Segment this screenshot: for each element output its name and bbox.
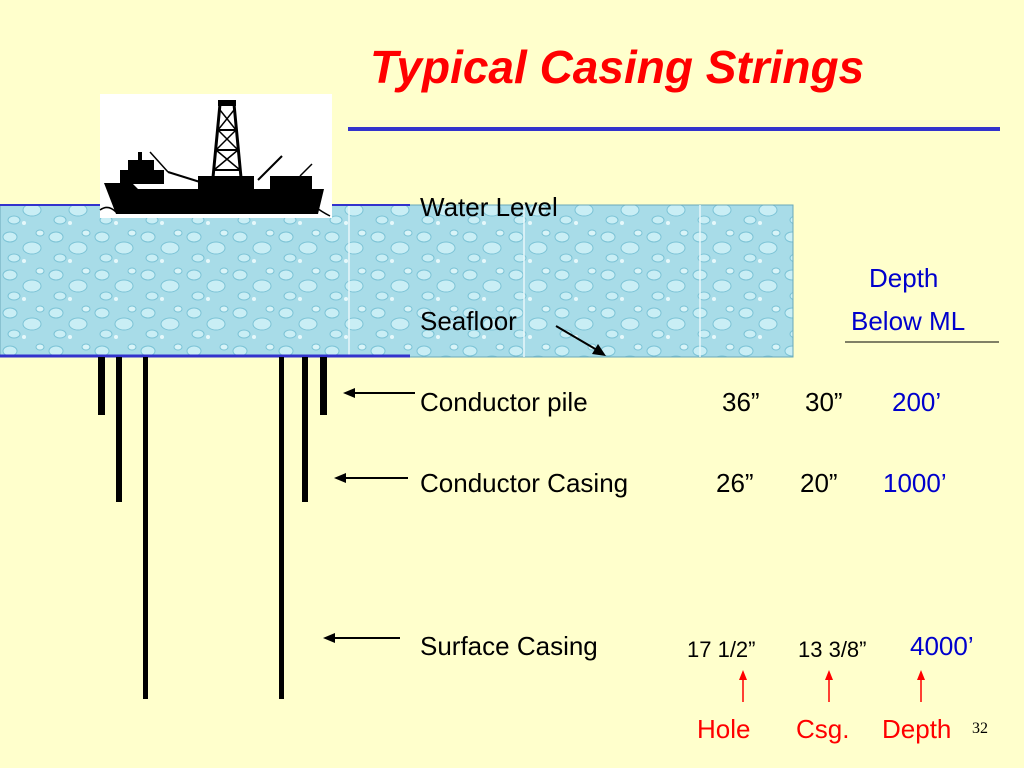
title-rule xyxy=(348,127,1000,131)
depth-conductor-pile: 200’ xyxy=(892,387,942,417)
seafloor-arrow xyxy=(555,325,606,356)
string-name-conductor-pile: Conductor pile xyxy=(420,387,588,417)
surface-casing-walls xyxy=(143,357,284,699)
hole-size-conductor-pile: 36” xyxy=(722,387,760,417)
string-name-surface-casing: Surface Casing xyxy=(420,631,598,661)
drill-ship-icon xyxy=(99,94,332,218)
depth-surface-casing: 4000’ xyxy=(910,631,974,661)
depth-legend-arrow xyxy=(917,670,925,702)
page-number: 32 xyxy=(972,720,988,737)
casing-size-surface-casing: 13 3/8” xyxy=(798,637,867,662)
hole-size-conductor-casing: 26” xyxy=(716,468,754,498)
conductor-casing-walls xyxy=(116,357,308,502)
depth-header-line1: Depth xyxy=(869,263,939,293)
hole-size-surface-casing: 17 1/2” xyxy=(687,637,756,662)
slide-title: Typical Casing Strings xyxy=(370,41,865,93)
seafloor-label: Seafloor xyxy=(420,306,517,336)
casing-size-conductor-casing: 20” xyxy=(800,468,838,498)
water-body xyxy=(0,204,794,358)
water-level-label: Water Level xyxy=(420,192,558,222)
surface-casing-arrow xyxy=(323,633,400,643)
casing-legend-arrow xyxy=(825,670,833,702)
legend-hole: Hole xyxy=(697,714,751,744)
legend-casing: Csg. xyxy=(796,714,850,744)
conductor-pile-arrow xyxy=(343,388,415,398)
conductor-pile-walls xyxy=(98,357,327,415)
string-name-conductor-casing: Conductor Casing xyxy=(420,468,629,498)
depth-conductor-casing: 1000’ xyxy=(883,468,947,498)
depth-header-line2: Below ML xyxy=(851,306,966,336)
casing-size-conductor-pile: 30” xyxy=(805,387,843,417)
legend-depth: Depth xyxy=(882,714,952,744)
hole-legend-arrow xyxy=(739,670,747,702)
conductor-casing-arrow xyxy=(334,473,408,483)
